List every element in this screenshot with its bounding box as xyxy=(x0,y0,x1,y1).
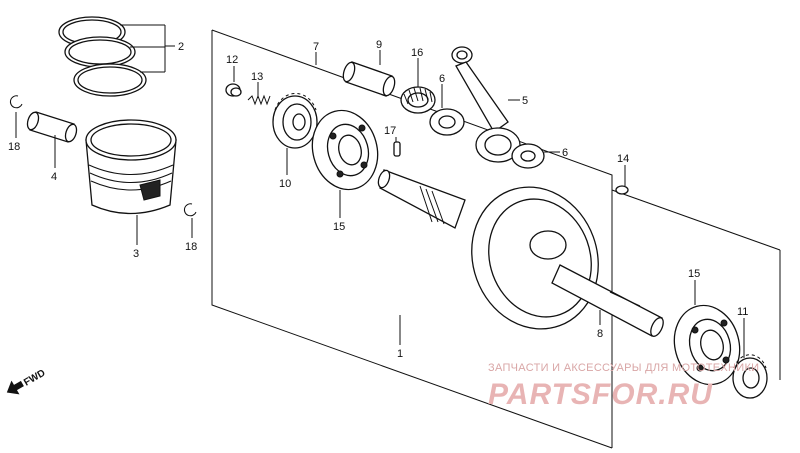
thrust-washer-upper xyxy=(429,108,465,136)
bushing xyxy=(225,83,242,97)
callout-3: 3 xyxy=(133,248,139,260)
assembly-frame xyxy=(211,29,781,449)
woodruff-key xyxy=(393,141,401,157)
needle-bearing xyxy=(400,86,436,114)
spring xyxy=(247,94,271,106)
callout-12: 12 xyxy=(226,54,238,66)
piston-rings xyxy=(58,16,147,97)
callout-14: 14 xyxy=(617,153,629,165)
callout-6-upper: 6 xyxy=(439,73,445,85)
callout-numbers: 2 18 4 3 18 12 13 7 9 16 6 5 6 17 10 15 … xyxy=(8,39,748,360)
callout-9: 9 xyxy=(376,39,382,51)
connecting-rod xyxy=(451,46,521,163)
piston-pin-clip-right xyxy=(183,203,197,217)
forward-label: FWD xyxy=(22,368,47,389)
callout-10: 10 xyxy=(279,178,291,190)
callout-18-right: 18 xyxy=(185,241,197,253)
callout-7: 7 xyxy=(313,41,319,53)
leader-lines xyxy=(15,24,745,358)
forward-arrow-icon xyxy=(6,380,24,395)
crankshaft xyxy=(377,169,664,337)
callout-1: 1 xyxy=(397,348,403,360)
dowel-pin xyxy=(615,185,629,195)
piston xyxy=(85,119,177,215)
piston-pin xyxy=(26,111,78,143)
crank-pin xyxy=(342,61,396,97)
callout-2: 2 xyxy=(178,41,184,53)
main-bearing-lower xyxy=(673,304,741,386)
callout-18-left: 18 xyxy=(8,141,20,153)
callout-16: 16 xyxy=(411,47,423,59)
thrust-washer-lower xyxy=(511,143,545,169)
callout-5: 5 xyxy=(522,95,528,107)
callout-8: 8 xyxy=(597,328,603,340)
callout-6-lower: 6 xyxy=(562,147,568,159)
callout-15-lower: 15 xyxy=(688,268,700,280)
forward-direction-indicator: FWD xyxy=(6,368,47,395)
main-bearing-upper xyxy=(311,109,379,191)
drive-gear xyxy=(732,354,768,399)
callout-11: 11 xyxy=(737,306,748,318)
watermark-logo: PARTSFOR.RU xyxy=(488,378,713,411)
callout-4: 4 xyxy=(51,171,57,183)
watermark-tagline: ЗАПЧАСТИ И АКСЕССУАРЫ ДЛЯ МОТОТЕХНИКИ xyxy=(488,362,759,374)
timing-gear xyxy=(272,93,318,149)
callout-13: 13 xyxy=(251,71,263,83)
watermark: ЗАПЧАСТИ И АКСЕССУАРЫ ДЛЯ МОТОТЕХНИКИ PA… xyxy=(488,362,759,411)
callout-17: 17 xyxy=(384,125,396,137)
callout-15-upper: 15 xyxy=(333,221,345,233)
piston-pin-clip-left xyxy=(9,95,23,109)
